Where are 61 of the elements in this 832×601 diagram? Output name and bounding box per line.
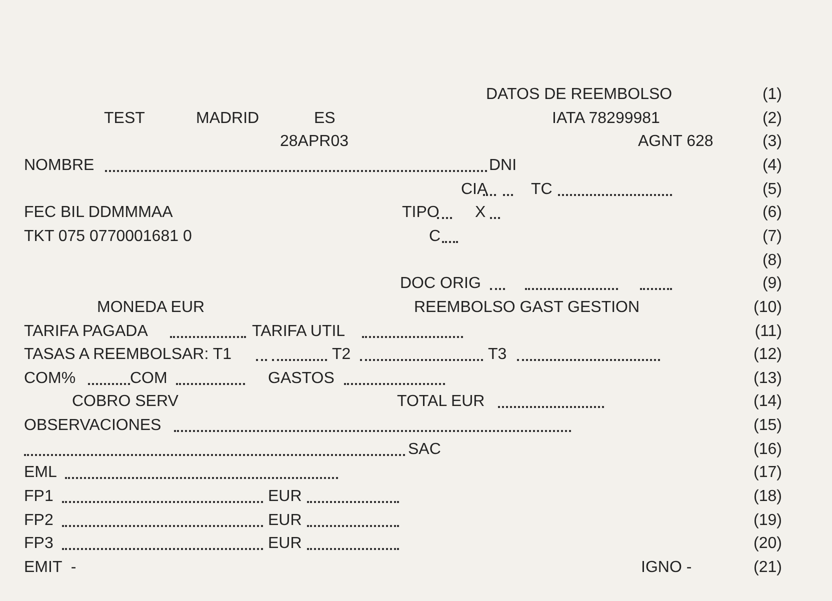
form-field-label: TIPO — [402, 204, 440, 222]
line-number: (19) — [754, 512, 782, 530]
line-number: (21) — [754, 559, 782, 577]
form-field-label: EUR — [268, 488, 302, 506]
line-number: (6) — [762, 204, 782, 222]
line-number: (12) — [754, 346, 782, 364]
form-field-label: T2 — [332, 346, 351, 364]
form-field-label: TC — [531, 180, 552, 199]
form-field-label: COBRO SERV — [72, 393, 178, 412]
line-number: (9) — [762, 275, 782, 294]
form-field-label: FP1 — [24, 488, 54, 506]
line-number: (10) — [754, 298, 782, 317]
form-field-label: DNI — [489, 156, 517, 175]
line-number: (8) — [762, 252, 782, 270]
form-field-label: C — [429, 228, 441, 246]
form-field-label: CIA — [461, 180, 488, 199]
form-field-label: TEST — [104, 110, 145, 128]
form-field-label: TARIFA UTIL — [252, 322, 346, 340]
form-field-label: T3 — [488, 346, 507, 364]
line-number: (4) — [762, 156, 782, 175]
line-number: (1) — [762, 86, 782, 104]
line-number: (7) — [762, 228, 782, 246]
line-number: (20) — [754, 535, 782, 554]
form-field-label: GASTOS — [268, 370, 334, 388]
form-field-label: EMIT - — [24, 559, 76, 577]
form-field-label: DOC ORIG — [400, 275, 481, 294]
form-field-label: NOMBRE — [24, 156, 94, 175]
line-number: (16) — [754, 440, 782, 459]
form-field-label: DATOS DE REEMBOLSO — [486, 86, 672, 104]
form-field-label: COM — [130, 370, 168, 388]
form-field-label: ES — [314, 110, 336, 128]
form-field-label: EUR — [268, 535, 302, 554]
form-field-label: TKT 075 0770001681 0 — [24, 228, 192, 246]
form-field-label: 28APR03 — [280, 133, 348, 152]
form-field-label: REEMBOLSO GAST GESTION — [414, 298, 640, 317]
form-field-label: IGNO - — [641, 559, 692, 577]
line-number: (13) — [754, 370, 782, 388]
line-number: (11) — [754, 322, 782, 340]
line-number: (5) — [762, 180, 782, 199]
form-field-label: MADRID — [196, 110, 260, 128]
form-field-label: AGNT 628 — [638, 133, 714, 152]
line-number: (2) — [762, 110, 782, 128]
form-field-label: COM% — [24, 370, 76, 388]
form-field-label: EML — [24, 464, 57, 482]
form-field-label: TARIFA PAGADA — [24, 322, 148, 340]
form-field-label: EUR — [268, 512, 302, 530]
form-field-label: FP2 — [24, 512, 54, 530]
line-number: (3) — [762, 133, 782, 152]
form-field-label: IATA 78299981 — [552, 110, 660, 128]
line-number: (15) — [754, 417, 782, 436]
form-field-label: FP3 — [24, 535, 54, 554]
form-field-label: TOTAL EUR — [397, 393, 485, 412]
form-field-label: SAC — [408, 440, 441, 459]
line-number: (17) — [754, 464, 782, 482]
line-number: (18) — [754, 488, 782, 506]
form-field-label: FEC BIL DDMMMAA — [24, 204, 173, 222]
line-number: (14) — [754, 393, 782, 412]
form-field-label: OBSERVACIONES — [24, 417, 162, 436]
form-field-label: X — [475, 204, 486, 222]
form-field-label: MONEDA EUR — [97, 298, 205, 317]
form-field-label: TASAS A REEMBOLSAR: T1 — [24, 346, 232, 364]
